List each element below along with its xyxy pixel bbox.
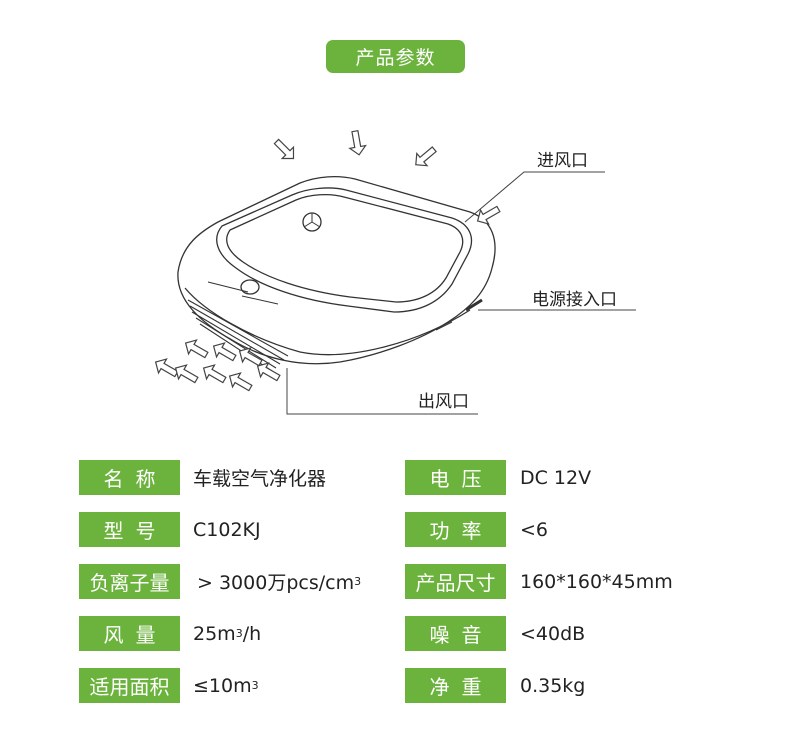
outlet-label: 出风口 [418,392,469,412]
spec-value-airflow-prefix: 25m [193,622,236,645]
device-body-outline [177,176,496,365]
spec-label-size: 产品尺寸 [405,564,506,599]
outlet-arrow-icon [212,342,237,362]
device-side-line [184,287,471,356]
intake-leader-line [464,171,605,223]
spec-label-voltage: 电压 [405,460,506,495]
air-purifier-illustration [154,129,636,415]
outlet-grille [187,299,289,372]
spec-value-noise: <40dB [520,622,586,645]
section-title: 产品参数 [355,47,436,69]
power-button-icon [240,279,260,295]
product-diagram: 进风口 电源接入口 出风口 [154,129,636,415]
spec-label-noise: 噪音 [405,616,506,651]
spec-value-name: 车载空气净化器 [193,468,327,490]
outlet-arrow-icon [184,339,209,359]
superscript-three: 3 [251,679,259,692]
intake-arrow-icon [348,129,367,156]
device-top-inner [226,193,464,303]
superscript-three: 3 [354,575,362,588]
intake-arrow-icon [273,138,295,160]
intake-label: 进风口 [537,151,588,171]
spec-value-model: C102KJ [193,518,261,541]
spec-value-anion-text: > 3000万pcs/cm [197,572,355,594]
spec-label-name: 名称 [79,460,180,495]
spec-value-voltage: DC 12V [520,466,592,489]
superscript-three: 3 [235,627,243,640]
outlet-arrow-icon [202,364,227,384]
outlet-arrow-icon [238,347,263,367]
intake-arrow-icon [415,146,437,167]
outlet-leader-line [286,368,478,415]
spec-label-model: 型号 [79,512,180,547]
spec-label-anion: 负离子量 [79,564,180,599]
spec-label-area: 适用面积 [79,668,180,703]
spec-value-weight: 0.35kg [520,674,586,697]
outlet-arrow-icon [228,372,253,392]
spec-label-power: 功率 [405,512,506,547]
section-title-badge: 产品参数 [326,40,465,73]
spec-label-airflow: 风量 [79,616,180,651]
spec-value-size: 160*160*45mm [520,570,673,593]
intake-arrow-icon [476,205,501,225]
spec-value-area-text: ≤10m [193,674,252,697]
spec-value-airflow-suffix: /h [242,622,262,645]
outlet-arrow-icon [174,364,199,384]
outlet-arrow-icon [256,362,281,382]
spec-label-weight: 净重 [405,668,506,703]
device-top-cover [216,187,473,313]
power-port-label: 电源接入口 [532,290,617,310]
power-port [465,298,483,312]
spec-value-power: <6 [520,518,549,541]
